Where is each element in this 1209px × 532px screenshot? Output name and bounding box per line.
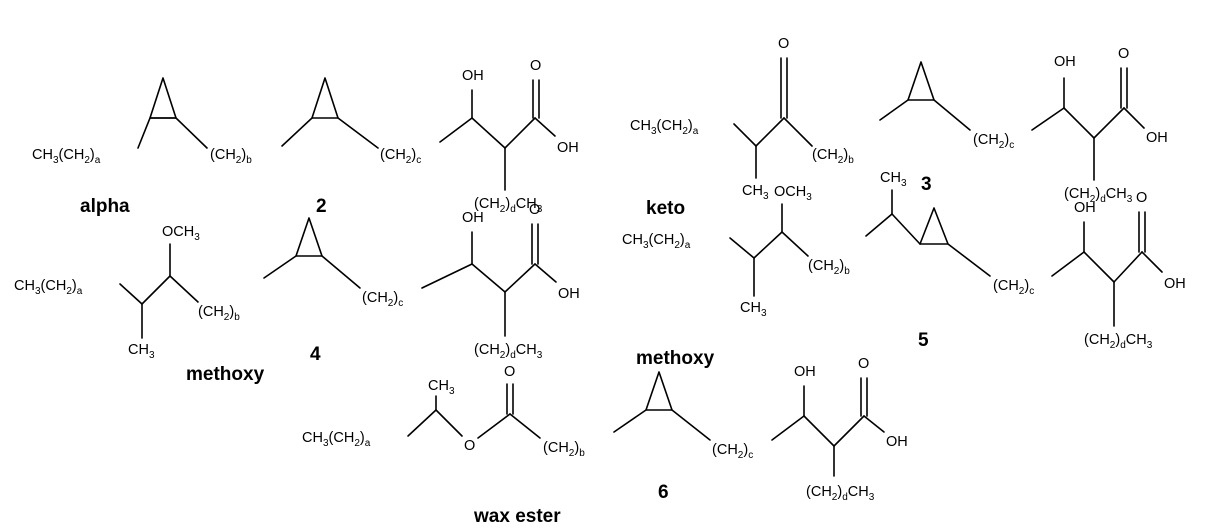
- cyclopropane-ring: [907, 61, 935, 101]
- ch2-d-ch3-label: (CH2)dCH3: [474, 196, 543, 215]
- oh-label: OH: [558, 286, 580, 302]
- oh-label: OH: [1074, 200, 1096, 216]
- ch2-c-label: (CH2)c: [362, 290, 403, 309]
- o-label: O: [1136, 190, 1147, 206]
- ch2-c-label: (CH2)c: [993, 278, 1034, 297]
- ch3-label: CH3: [880, 170, 907, 189]
- ch3-label: CH3: [128, 342, 155, 361]
- o-label: O: [529, 202, 540, 218]
- ch3-ch2-a-label: CH3(CH2)a: [622, 232, 691, 251]
- group-label-keto: keto: [646, 198, 685, 219]
- ch3-ch2-a-label: CH3(CH2)a: [32, 147, 101, 166]
- o-label: O: [530, 58, 541, 74]
- structure-4: CH3(CH2)a CH3 OCH3 (CH2)b (CH2)c OH O OH…: [14, 202, 580, 385]
- oh-label: OH: [1164, 276, 1186, 292]
- ch2-d-ch3-label: (CH2)dCH3: [474, 342, 543, 361]
- o-label: O: [858, 356, 869, 372]
- cyclopropane-ring: [645, 371, 673, 411]
- ch3-label: CH3: [742, 183, 769, 202]
- ch3-label: CH3: [740, 300, 767, 319]
- group-label-methoxy: methoxy: [636, 348, 715, 369]
- ch2-c-label: (CH2)c: [973, 132, 1014, 151]
- compound-number-3: 3: [921, 174, 932, 195]
- ch2-d-ch3-label: (CH2)dCH3: [1084, 332, 1153, 351]
- group-label-wax-ester: wax ester: [473, 506, 561, 527]
- och3-label: OCH3: [774, 184, 812, 203]
- ch2-b-label: (CH2)b: [543, 440, 585, 459]
- o-label: O: [1118, 46, 1129, 62]
- oh-label: OH: [462, 210, 484, 226]
- cyclopropane-ring: [295, 217, 323, 257]
- oh-label: OH: [1146, 130, 1168, 146]
- ch3-ch2-a-label: CH3(CH2)a: [302, 430, 371, 449]
- ch2-d-ch3-label: (CH2)dCH3: [806, 484, 875, 503]
- oh-label: OH: [557, 140, 579, 156]
- och3-label: OCH3: [162, 224, 200, 243]
- o-label: O: [504, 364, 515, 380]
- compound-number-4: 4: [310, 344, 321, 365]
- structure-6: CH3(CH2)a CH3 O O (CH2)b (CH2)c OH O OH …: [302, 356, 908, 527]
- structure-5: CH3(CH2)a CH3 OCH3 (CH2)b CH3 (CH2)c OH …: [622, 170, 1186, 369]
- compound-number-5: 5: [918, 330, 929, 351]
- group-label-alpha: alpha: [80, 196, 130, 217]
- ch2-c-label: (CH2)c: [712, 442, 753, 461]
- structure-2: CH3(CH2)a (CH2)b (CH2)c OH O OH (CH2)dCH…: [32, 58, 579, 217]
- o-label: O: [778, 36, 789, 52]
- group-label-methoxy: methoxy: [186, 364, 265, 385]
- ch2-b-label: (CH2)b: [210, 147, 252, 166]
- cyclopropane-ring: [311, 77, 339, 119]
- cyclopropane-ring: [919, 207, 949, 245]
- oh-label: OH: [462, 68, 484, 84]
- o-label: O: [464, 438, 475, 454]
- compound-number-6: 6: [658, 482, 669, 503]
- ch3-label: CH3: [428, 378, 455, 397]
- ch2-b-label: (CH2)b: [198, 304, 240, 323]
- oh-label: OH: [1054, 54, 1076, 70]
- ch2-c-label: (CH2)c: [380, 147, 421, 166]
- ch3-ch2-a-label: CH3(CH2)a: [14, 278, 83, 297]
- ch2-d-ch3-label: (CH2)dCH3: [1064, 186, 1133, 205]
- oh-label: OH: [886, 434, 908, 450]
- ch2-b-label: (CH2)b: [812, 147, 854, 166]
- oh-label: OH: [794, 364, 816, 380]
- cyclopropane-ring: [137, 77, 177, 149]
- ch2-b-label: (CH2)b: [808, 258, 850, 277]
- structure-3: CH3(CH2)a CH3 O (CH2)b (CH2)c OH O OH (C…: [630, 36, 1168, 219]
- ch3-ch2-a-label: CH3(CH2)a: [630, 118, 699, 137]
- compound-number-2: 2: [316, 196, 327, 217]
